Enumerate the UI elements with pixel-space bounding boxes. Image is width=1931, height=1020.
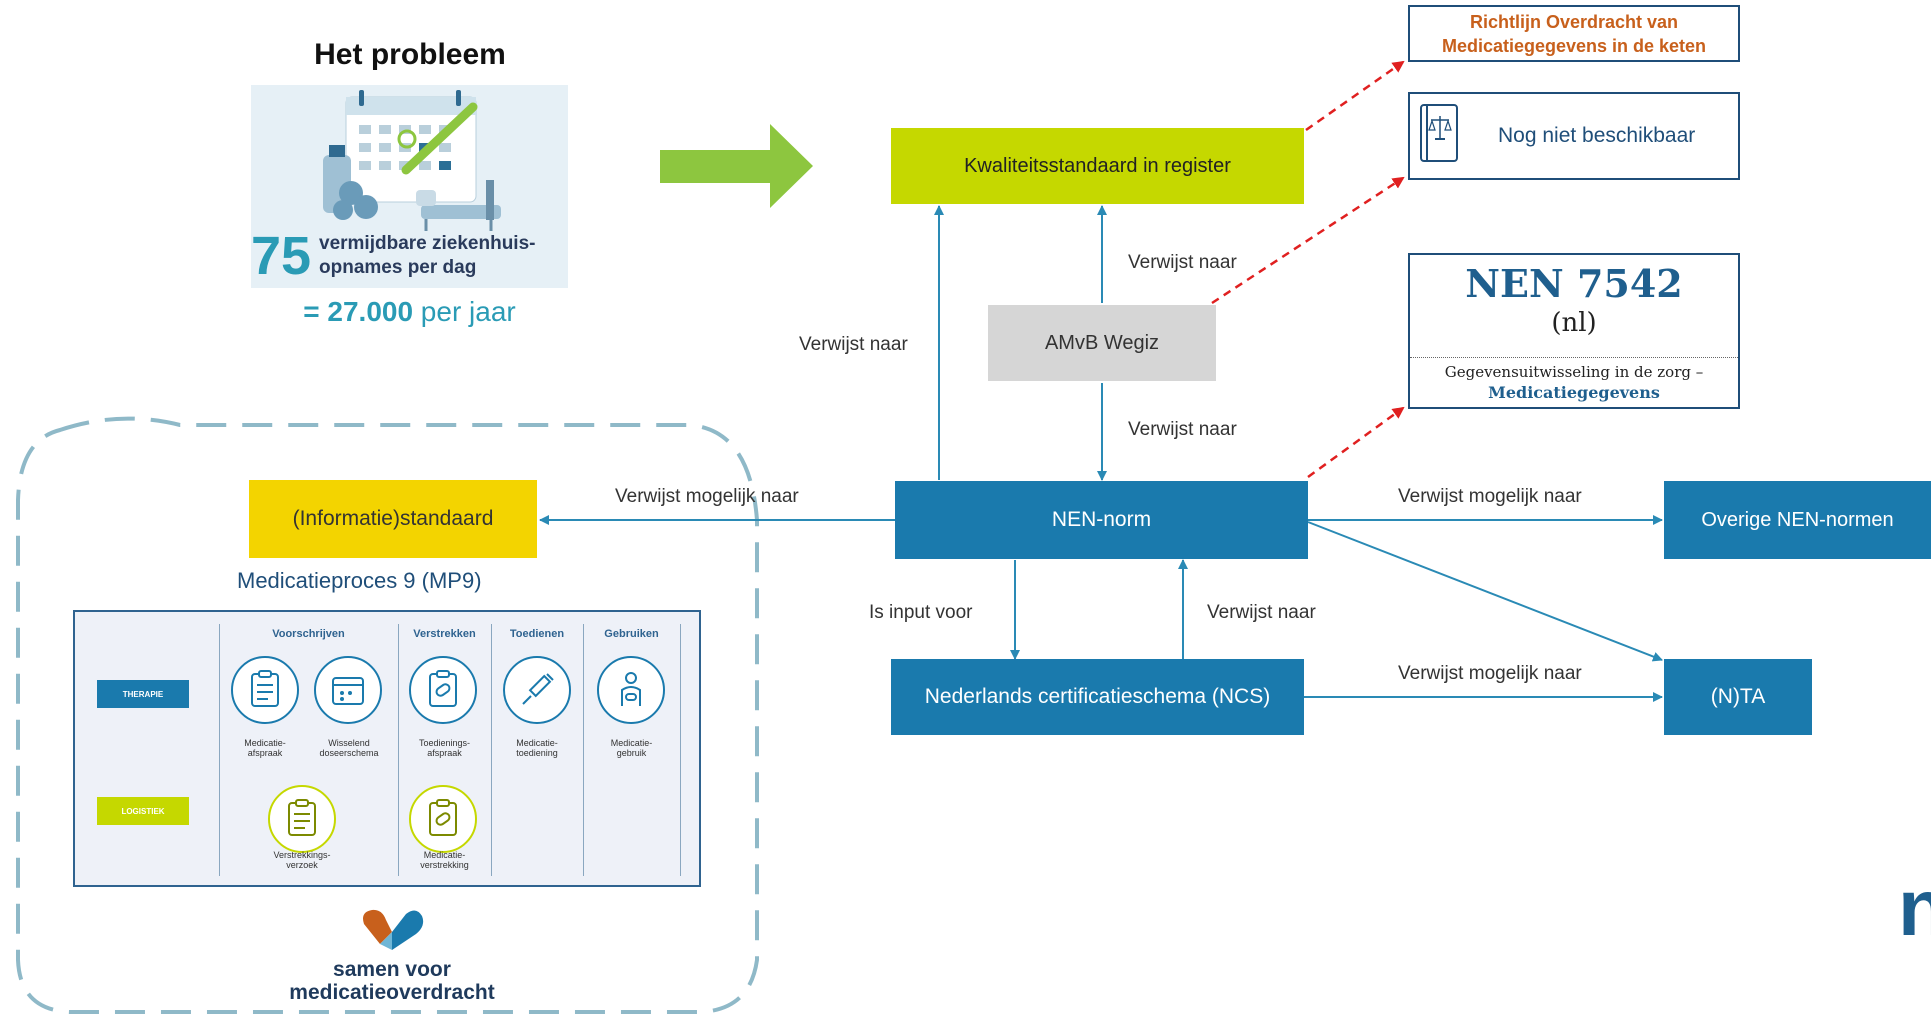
hospital-calendar-icon <box>323 90 501 231</box>
edge-glyph: n <box>1898 863 1931 952</box>
mp9-col-voorschrijven: Voorschrijven <box>272 628 345 640</box>
mp9-col-verstrekken: Verstrekken <box>413 628 476 640</box>
node-ncs: Nederlands certificatieschema (NCS) <box>891 659 1304 735</box>
problem-illustration: 75 vermijdbare ziekenhuis- opnames per d… <box>251 85 568 288</box>
stat-text-1: vermijdbare ziekenhuis- <box>319 233 536 254</box>
red-link-kwaliteit-richtlijn <box>1305 60 1405 132</box>
problem-title: Het probleem <box>314 38 506 71</box>
nen7542-title: NEN 7542 <box>1465 261 1683 306</box>
richtlijn-line-1: Richtlijn Overdracht van <box>1469 12 1679 32</box>
logo-line-2: medicatieoverdracht <box>289 981 495 1004</box>
mp9-divider <box>491 624 492 876</box>
law-book-icon <box>1420 104 1458 162</box>
nen7542-desc-bold: Medicatiegegevens <box>1488 383 1660 402</box>
year-number: 27.000 <box>327 296 414 327</box>
node-nta: (N)TA <box>1664 659 1812 735</box>
label-mogelijk-right: Verwijst mogelijk naar <box>1398 486 1582 507</box>
mp9-col-gebruiken: Gebruiken <box>604 628 659 640</box>
label-mogelijk-ncs: Verwijst mogelijk naar <box>1398 663 1582 684</box>
niet-beschikbaar-box: Nog niet beschikbaar <box>1408 92 1740 180</box>
label-mogelijk-left: Verwijst mogelijk naar <box>615 486 799 507</box>
label-verwijst-naar-left: Verwijst naar <box>799 334 908 355</box>
person-pill-icon <box>597 656 665 724</box>
stat-text-2: opnames per dag <box>319 257 477 278</box>
mp9-divider <box>219 624 220 876</box>
mp9-item-label: Medicatie-verstrekking <box>420 850 469 870</box>
nen7542-divider <box>1410 357 1738 358</box>
clipboard-pills-icon <box>409 656 477 724</box>
richtlijn-box: Richtlijn Overdracht van Medicatiegegeve… <box>1408 5 1740 62</box>
red-link-amvb-beschikbaar <box>1211 176 1405 305</box>
node-amvb-wegiz: AMvB Wegiz <box>988 305 1216 381</box>
logo-line-1: samen voor <box>333 958 451 981</box>
mp9-item-label: Toedienings-afspraak <box>418 738 471 758</box>
clipboard-pills-icon <box>409 785 477 853</box>
nen7542-desc: Gegevensuitwisseling in de zorg – <box>1444 363 1704 381</box>
red-link-nen-nen7542 <box>1307 406 1405 479</box>
edge-nen-to-nta <box>1307 521 1663 662</box>
heart-pill-logo-icon <box>363 909 424 950</box>
niet-beschikbaar-text: Nog niet beschikbaar <box>1498 124 1696 147</box>
mp9-dashed-region <box>16 416 759 1014</box>
calendar-icon <box>314 656 382 724</box>
logo-text: samen voor medicatieoverdracht <box>232 958 552 1004</box>
green-arrow <box>660 124 813 208</box>
clipboard-icon <box>268 785 336 853</box>
mp9-item-label: Medicatie-afspraak <box>244 738 286 758</box>
label-verwijst-naar-ncs: Verwijst naar <box>1207 602 1316 623</box>
mp9-divider <box>583 624 584 876</box>
mp9-divider <box>398 624 399 876</box>
label-verwijst-naar-amvb-top: Verwijst naar <box>1128 252 1237 273</box>
year-prefix: = <box>303 296 328 327</box>
stat-number: 75 <box>251 226 312 286</box>
year-suffix: per jaar <box>413 296 516 327</box>
node-nen-norm: NEN-norm <box>895 481 1308 559</box>
richtlijn-line-2: Medicatiegegevens in de keten <box>1441 36 1707 56</box>
syringe-icon <box>503 656 571 724</box>
mp9-item-label: Medicatie-gebruik <box>610 738 653 758</box>
label-is-input-voor: Is input voor <box>869 602 973 623</box>
mp9-card: Voorschrijven Verstrekken Toedienen Gebr… <box>73 610 701 887</box>
node-informatiestandaard: (Informatie)standaard <box>249 480 537 558</box>
year-total: = 27.000 per jaar <box>251 296 568 328</box>
clipboard-icon <box>231 656 299 724</box>
label-verwijst-naar-amvb-bottom: Verwijst naar <box>1128 419 1237 440</box>
mp9-item-label: Verstrekkings-verzoek <box>273 850 331 870</box>
nen7542-sub: (nl) <box>1551 308 1597 338</box>
mp9-row-logistiek: LOGISTIEK <box>97 797 189 825</box>
nen7542-box: NEN 7542 (nl) Gegevensuitwisseling in de… <box>1408 253 1740 409</box>
node-kwaliteitsstandaard: Kwaliteitsstandaard in register <box>891 128 1304 204</box>
mp9-item-label: Medicatie-toediening <box>516 738 558 758</box>
mp9-divider <box>680 624 681 876</box>
mp9-caption: Medicatieproces 9 (MP9) <box>237 568 482 593</box>
mp9-col-toedienen: Toedienen <box>509 628 565 640</box>
mp9-row-therapie: THERAPIE <box>97 680 189 708</box>
node-overige-nen-normen: Overige NEN-normen <box>1664 481 1931 559</box>
